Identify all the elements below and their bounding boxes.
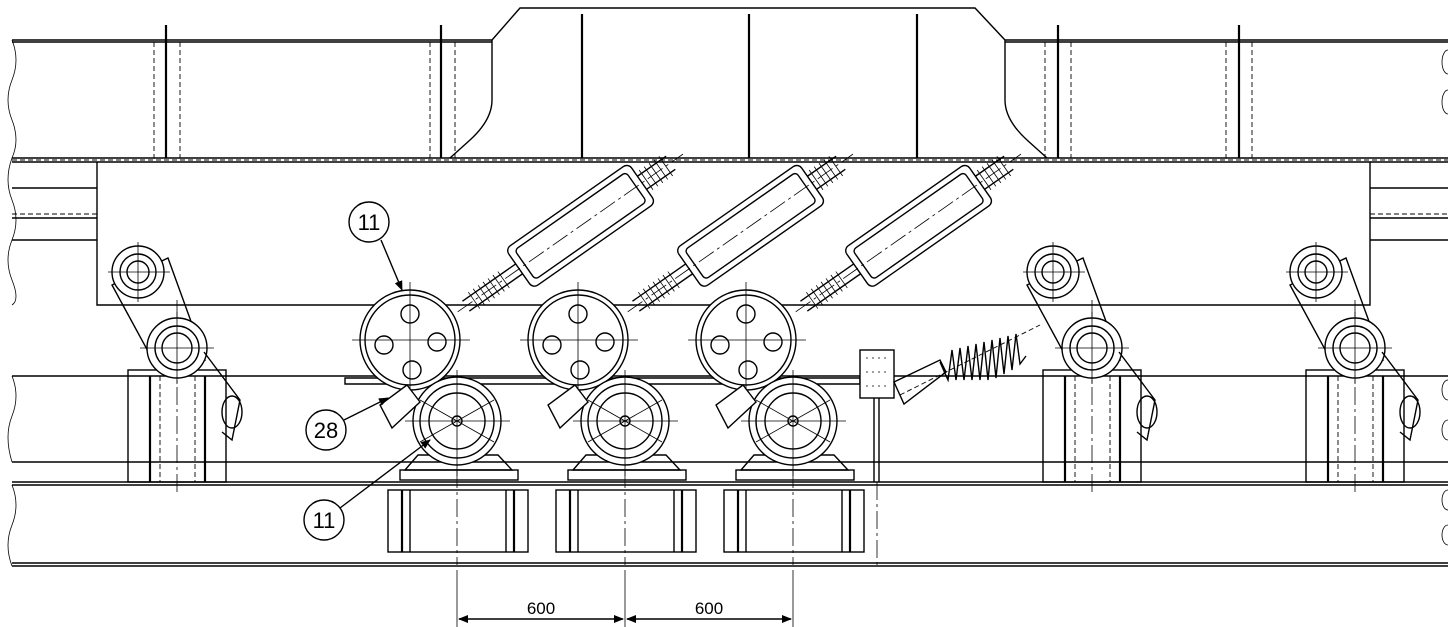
tension-spring bbox=[893, 324, 1041, 406]
roller-unit-2 bbox=[520, 153, 854, 565]
dimension-text-1: 600 bbox=[527, 599, 555, 618]
dimension-text-2: 600 bbox=[695, 599, 723, 618]
callout-text-mid: 28 bbox=[314, 418, 338, 443]
callout-balloon-mid: 28 bbox=[305, 397, 389, 451]
top-frame bbox=[7, 7, 1448, 306]
control-box bbox=[859, 349, 895, 565]
dimension-line: 600 600 bbox=[456, 570, 794, 627]
pivot-arm-right-1 bbox=[1023, 242, 1158, 495]
pivot-arm-left bbox=[108, 242, 243, 495]
callout-text-top: 11 bbox=[358, 210, 381, 235]
roller-unit-3 bbox=[688, 153, 1022, 565]
callout-balloon-top: 11 bbox=[348, 201, 403, 291]
callout-text-bottom: 11 bbox=[313, 508, 336, 533]
pivot-arm-right-2 bbox=[1286, 242, 1421, 495]
roller-unit-1 bbox=[352, 153, 684, 565]
callout-balloon-bottom: 11 bbox=[303, 439, 431, 541]
